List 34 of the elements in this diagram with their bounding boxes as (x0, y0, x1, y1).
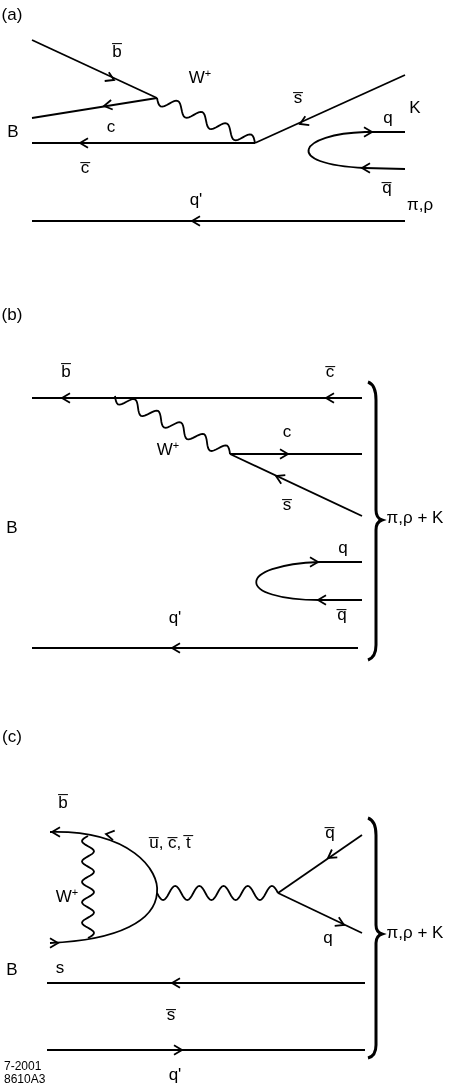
particle-label: q (338, 539, 348, 557)
meson-label: π,ρ + K (386, 509, 444, 527)
particle-label: W$^{+}$ (55, 888, 79, 906)
particle-label: s (55, 959, 65, 977)
particle-label: q̅ (337, 606, 347, 624)
meson-label: B (6, 961, 18, 979)
particle-label: q (323, 929, 333, 947)
particle-label: s̅ (166, 1006, 176, 1024)
particle-label: q' (168, 609, 182, 627)
panel-label: (a) (1, 6, 23, 24)
particle-label: c̅ (80, 159, 90, 177)
particle-label: b̅ (61, 363, 71, 381)
particle-label: b̅ (112, 43, 122, 61)
particle-label: c (282, 423, 292, 441)
particle-label: W$^{+}$ (156, 441, 180, 459)
particle-label: b̅ (58, 794, 68, 812)
meson-label: B (7, 123, 19, 141)
meson-label: π,ρ + K (386, 924, 444, 942)
panel-label: (b) (1, 306, 23, 324)
meson-label: K (409, 99, 421, 117)
particle-label: c (106, 118, 116, 136)
particle-label: c̅ (325, 363, 335, 381)
particle-label: s̅ (282, 496, 292, 514)
particle-label: q (383, 109, 393, 127)
particle-label: q' (168, 1066, 182, 1084)
particle-label: W$^{+}$ (188, 69, 212, 87)
meson-label: B (6, 519, 18, 537)
particle-label: q' (189, 191, 203, 209)
panel-label: (c) (2, 728, 22, 746)
particle-label: s̅ (293, 89, 303, 107)
figure-code: 7-2001 8610A3 (4, 1060, 47, 1086)
meson-label: π,ρ (406, 196, 434, 214)
particle-label: q̅ (325, 824, 335, 842)
particle-label: q̅ (382, 179, 392, 197)
